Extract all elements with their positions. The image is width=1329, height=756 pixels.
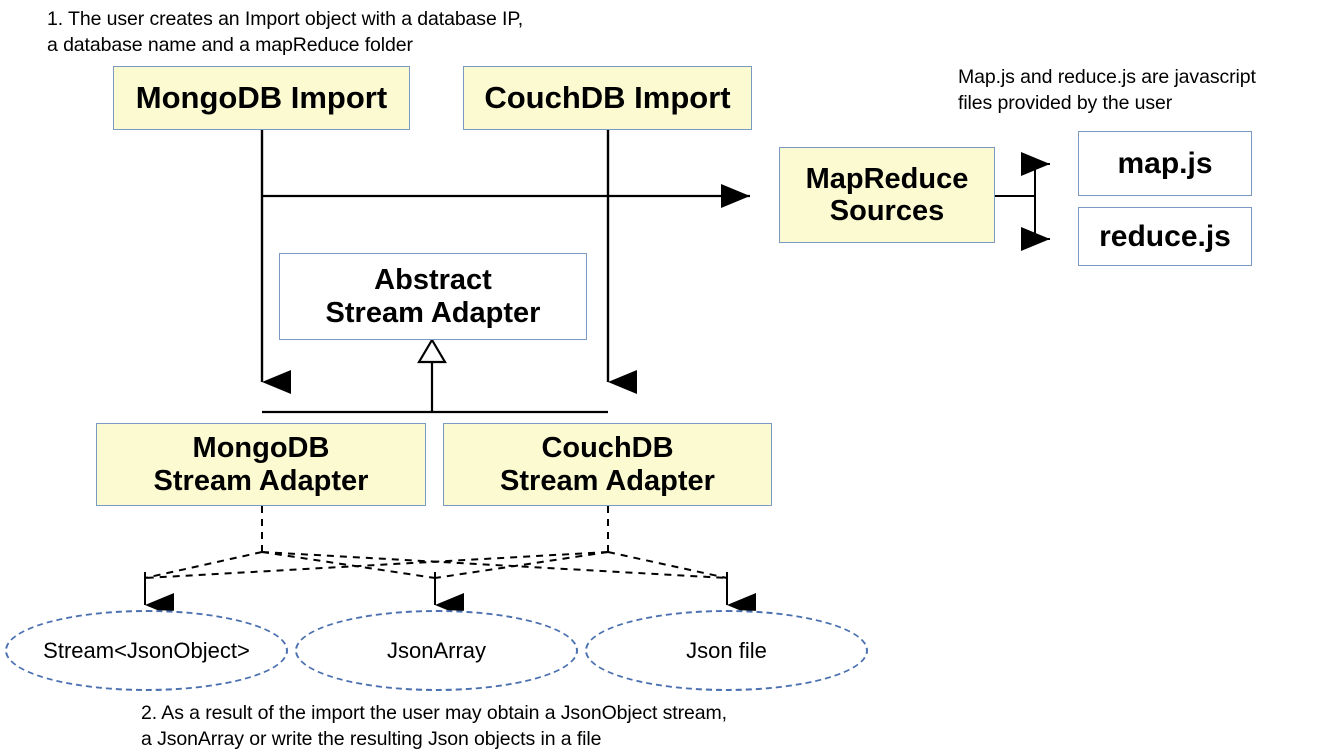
edge-arrowheads-results: [144, 572, 756, 617]
node-couchdb-stream-adapter[interactable]: CouchDB Stream Adapter: [443, 423, 772, 506]
note-javascript-files: Map.js and reduce.js are javascript file…: [958, 66, 1256, 114]
edge-mongodb-adapter-to-results: [144, 506, 728, 579]
node-mapreduce-sources[interactable]: MapReduce Sources: [779, 147, 995, 243]
edge-couchdb-adapter-to-results: [144, 506, 728, 579]
node-json-file[interactable]: Json file: [585, 610, 868, 691]
edge-inheritance-abstract-stream-adapter: [262, 337, 608, 414]
node-jsonarray[interactable]: JsonArray: [295, 610, 578, 691]
note-step-one: 1. The user creates an Import object wit…: [47, 8, 524, 56]
edge-mapreduce-sources-to-scripts: [995, 152, 1050, 251]
node-reduce-js[interactable]: reduce.js: [1078, 207, 1252, 266]
node-mongodb-stream-adapter[interactable]: MongoDB Stream Adapter: [96, 423, 426, 506]
node-stream-jsonobject[interactable]: Stream<JsonObject>: [5, 610, 288, 691]
node-abstract-stream-adapter[interactable]: Abstract Stream Adapter: [279, 253, 587, 340]
node-couchdb-import[interactable]: CouchDB Import: [463, 66, 752, 130]
node-mongodb-import[interactable]: MongoDB Import: [113, 66, 410, 130]
note-step-two: 2. As a result of the import the user ma…: [141, 702, 727, 750]
node-map-js[interactable]: map.js: [1078, 131, 1252, 196]
